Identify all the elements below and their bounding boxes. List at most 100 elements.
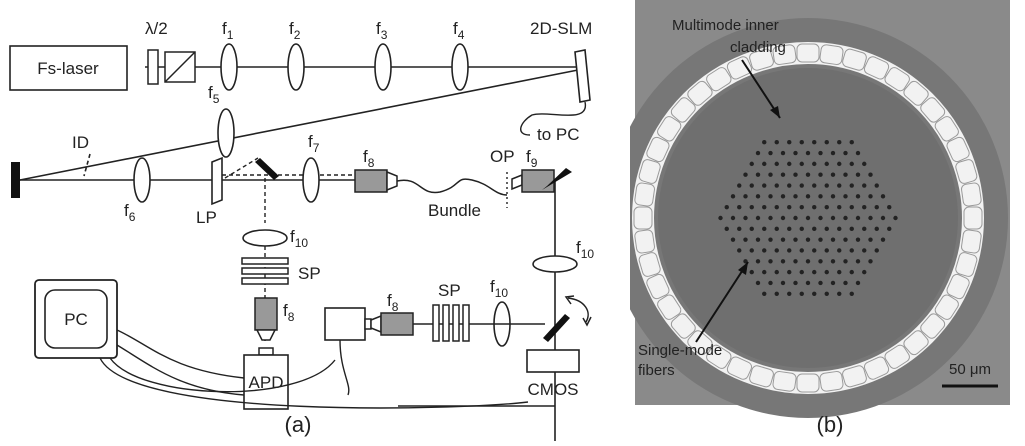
fiber-core [849, 140, 854, 145]
fiber-core [812, 269, 817, 275]
capillary-bead [884, 344, 910, 369]
fiber-core [787, 183, 792, 188]
fiber-core [805, 215, 811, 221]
cladding-arrowhead [770, 106, 780, 118]
fiber-core [762, 248, 767, 253]
capillary-bead [772, 44, 797, 65]
fs-laser-label: Fs-laser [37, 59, 99, 78]
capillary-bead [961, 182, 982, 207]
capillary-bead [638, 252, 661, 277]
fiber-core [849, 291, 854, 296]
fiber-core [812, 226, 817, 232]
fiber-core [855, 150, 861, 156]
lens-f5 [217, 108, 235, 158]
capillary-bead [706, 344, 732, 369]
capillary-bead [726, 356, 753, 380]
fiber-core [818, 172, 823, 177]
capillary-bead [638, 159, 661, 184]
capillary-bead [955, 252, 978, 277]
fiber-core [880, 215, 886, 221]
beam-diagonal [19, 69, 579, 181]
pc-cables [99, 329, 529, 409]
pc-screen [44, 289, 108, 349]
fiber-core [862, 269, 867, 275]
fiber-core [718, 215, 723, 221]
fiber-core [799, 161, 804, 167]
capillary-bead [657, 116, 682, 142]
fibers-label-line1: Single-mode [638, 342, 722, 359]
lens-f10-upper-label: f10 [290, 227, 308, 250]
fiber-core [755, 194, 761, 199]
fiber-core [799, 269, 804, 275]
fiber-core [849, 183, 854, 188]
capillary-bead [934, 294, 959, 320]
fiber-core [887, 204, 892, 210]
fiber-core [805, 150, 811, 156]
capillary-bead [646, 273, 670, 300]
cmos-box [526, 349, 580, 373]
capillary-bead [946, 273, 970, 300]
fiber-core [818, 237, 823, 242]
fiber-core [812, 291, 817, 296]
fiber-core [862, 226, 867, 232]
fiber-core [830, 172, 836, 177]
capillary-bead [633, 206, 653, 230]
fiber-core [755, 237, 761, 242]
capillary-bead [687, 80, 713, 106]
fiber-core [830, 150, 836, 156]
fiber-core [824, 183, 829, 188]
capillary-bead [634, 182, 655, 207]
apd-window [258, 347, 274, 356]
fiber-core [755, 150, 761, 156]
fiber-core [730, 215, 736, 221]
capillary-bead [884, 67, 910, 92]
fiber-core [724, 204, 729, 210]
fiber-core [818, 194, 823, 199]
fiber-core [749, 161, 754, 167]
cmos-label: CMOS [528, 380, 579, 399]
fiber-core [793, 150, 798, 156]
sp-lower-label: SP [438, 281, 461, 300]
fiber-core [749, 269, 754, 275]
fiber-core [768, 259, 773, 264]
fiber-core [755, 259, 761, 264]
capillary-bead [920, 97, 946, 123]
iris-id-label: ID [72, 133, 89, 152]
capillary-bead [749, 48, 774, 71]
capillary-bead [796, 373, 820, 393]
fiber-core [837, 204, 842, 210]
capillary-bead [646, 136, 670, 163]
capillary-bead [842, 365, 867, 388]
objective-f8-vertical [254, 297, 278, 331]
capillary-bead [920, 313, 946, 339]
fiber-core [837, 183, 842, 188]
capillary-bead [842, 48, 867, 71]
fiber-core [749, 226, 754, 232]
flip-arrowhead [582, 316, 592, 327]
capillary-bead [946, 136, 970, 163]
fiber-core [862, 248, 867, 253]
fibers-arrow [695, 261, 749, 343]
fiber-core [743, 172, 748, 177]
fiber-core [793, 280, 798, 286]
fiber-core [762, 204, 767, 210]
lens-f4-label: f4 [453, 19, 465, 42]
fiber-core [780, 280, 786, 286]
capillary-bead [863, 56, 890, 80]
iris-id [83, 153, 91, 177]
fiber-core [824, 248, 829, 253]
fiber-core [799, 226, 804, 232]
fiber-core [855, 194, 861, 199]
fiber-core [793, 215, 798, 221]
capillary-bead [934, 116, 959, 142]
lens-f6-label: f6 [124, 201, 136, 224]
setup-diagram: Fs-laser λ/2 f1 f2 f3 f4 2D-SLM to PC f5… [9, 19, 594, 446]
flip-mirror [543, 314, 570, 342]
fiber-core [805, 172, 811, 177]
fiber-core [755, 280, 761, 286]
fiber-core [824, 226, 829, 232]
capillary-bead [903, 330, 929, 356]
fiber-core [874, 248, 879, 253]
lens-f7 [302, 157, 320, 203]
sp-filter-lower [432, 304, 470, 342]
